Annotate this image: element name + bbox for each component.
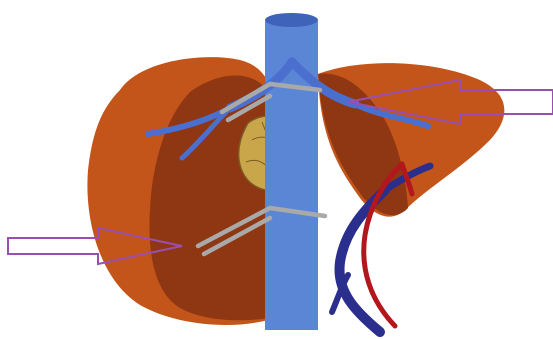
liver-resection-diagram bbox=[0, 0, 553, 339]
diagram-svg bbox=[0, 0, 553, 339]
